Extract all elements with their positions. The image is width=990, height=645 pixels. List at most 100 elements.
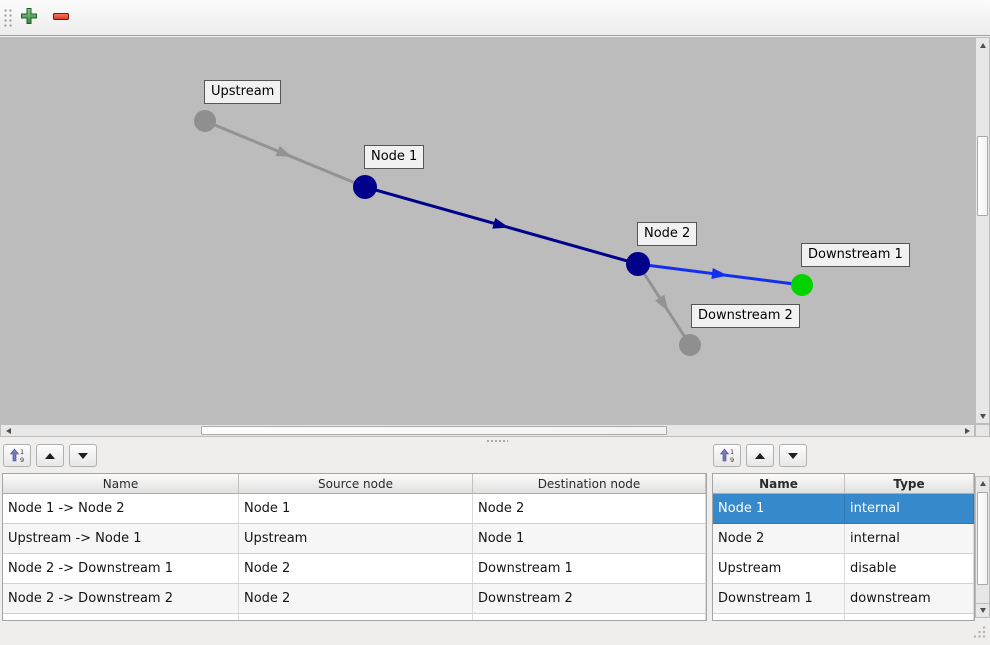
remove-button[interactable] [49, 6, 73, 30]
svg-text:9: 9 [20, 456, 24, 463]
column-header-name[interactable]: Name [713, 474, 845, 494]
table-cell [3, 614, 239, 620]
edge-sort-button[interactable]: 1 9 [3, 444, 31, 467]
graph-node-upstream[interactable] [194, 110, 216, 132]
table-cell: Node 2 [473, 494, 706, 524]
node-label[interactable]: Node 1 [364, 145, 425, 169]
node-label[interactable]: Downstream 2 [691, 304, 800, 328]
table-row[interactable] [3, 614, 706, 620]
table-cell: Node 1 -> Node 2 [3, 494, 239, 524]
edge-arrow-icon [655, 294, 669, 312]
table-cell: Node 1 [473, 524, 706, 554]
node-move-down-button[interactable] [779, 444, 807, 467]
table-cell: internal [845, 524, 974, 554]
scroll-down-button[interactable] [976, 603, 989, 617]
triangle-up-icon [45, 452, 55, 459]
vertical-scroll-thumb[interactable] [977, 492, 988, 585]
edge-move-down-button[interactable] [69, 444, 97, 467]
edge-arrow-icon [275, 145, 293, 158]
triangle-up-icon [755, 452, 765, 459]
graph-node-node-2[interactable] [626, 252, 650, 276]
sort-ascending-icon: 1 9 [9, 448, 24, 463]
scroll-up-button[interactable] [976, 38, 989, 52]
scroll-down-button[interactable] [976, 409, 989, 423]
table-cell [713, 614, 845, 620]
node-label[interactable]: Downstream 1 [801, 243, 910, 267]
table-cell: Upstream -> Node 1 [3, 524, 239, 554]
horizontal-scroll-thumb[interactable] [201, 426, 667, 435]
edge-move-up-button[interactable] [36, 444, 64, 467]
arrow-up-icon [979, 42, 986, 48]
toolbar-grip-handle[interactable] [3, 8, 12, 29]
plus-icon [19, 6, 39, 30]
sort-ascending-icon: 1 9 [719, 448, 734, 463]
main-toolbar [0, 0, 990, 36]
svg-text:1: 1 [20, 448, 24, 456]
canvas-vertical-scrollbar[interactable] [975, 37, 990, 424]
graph-node-downstream-1[interactable] [791, 274, 813, 296]
node-move-up-button[interactable] [746, 444, 774, 467]
vertical-scroll-thumb[interactable] [977, 136, 988, 216]
column-header-type[interactable]: Type [845, 474, 974, 494]
table-cell: internal [845, 494, 974, 524]
resize-grip-icon[interactable] [971, 624, 988, 641]
table-cell [845, 614, 974, 620]
table-cell: Node 2 [239, 554, 473, 584]
arrow-down-icon [979, 413, 986, 419]
svg-text:1: 1 [730, 448, 734, 456]
scroll-up-button[interactable] [976, 477, 989, 490]
arrow-right-icon [964, 427, 970, 434]
table-cell: Node 2 [239, 584, 473, 614]
table-cell: Upstream [713, 554, 845, 584]
scroll-right-button[interactable] [960, 425, 974, 436]
pane-splitter-handle[interactable] [486, 439, 508, 443]
table-cell: downstream [845, 584, 974, 614]
minus-icon [51, 6, 71, 30]
table-cell: Node 1 [239, 494, 473, 524]
arrow-up-icon [979, 481, 986, 486]
nodes-table-scrollbar[interactable] [975, 476, 990, 618]
scroll-left-button[interactable] [1, 425, 15, 436]
arrow-left-icon [5, 427, 11, 434]
scrollbar-corner [975, 424, 990, 437]
table-cell: Downstream 1 [713, 584, 845, 614]
node-sort-button[interactable]: 1 9 [713, 444, 741, 467]
graph-node-node-1[interactable] [353, 175, 377, 199]
triangle-down-icon [78, 452, 88, 459]
table-cell: Node 2 -> Downstream 2 [3, 584, 239, 614]
graph-node-downstream-2[interactable] [679, 334, 701, 356]
node-label[interactable]: Node 2 [637, 222, 698, 246]
add-button[interactable] [17, 6, 41, 30]
triangle-down-icon [788, 452, 798, 459]
column-header-name[interactable]: Name [3, 474, 239, 494]
table-cell: Node 2 [713, 524, 845, 554]
node-label[interactable]: Upstream [204, 80, 282, 104]
table-cell: Downstream 2 [473, 584, 706, 614]
table-cell [473, 614, 706, 620]
table-cell: Node 1 [713, 494, 845, 524]
table-cell: Downstream 1 [473, 554, 706, 584]
column-header-source-node[interactable]: Source node [239, 474, 473, 494]
edge-arrow-icon [492, 218, 510, 229]
table-row[interactable] [713, 614, 974, 620]
canvas-horizontal-scrollbar[interactable] [0, 424, 975, 437]
table-cell: disable [845, 554, 974, 584]
table-cell [239, 614, 473, 620]
column-header-destination-node[interactable]: Destination node [473, 474, 706, 494]
